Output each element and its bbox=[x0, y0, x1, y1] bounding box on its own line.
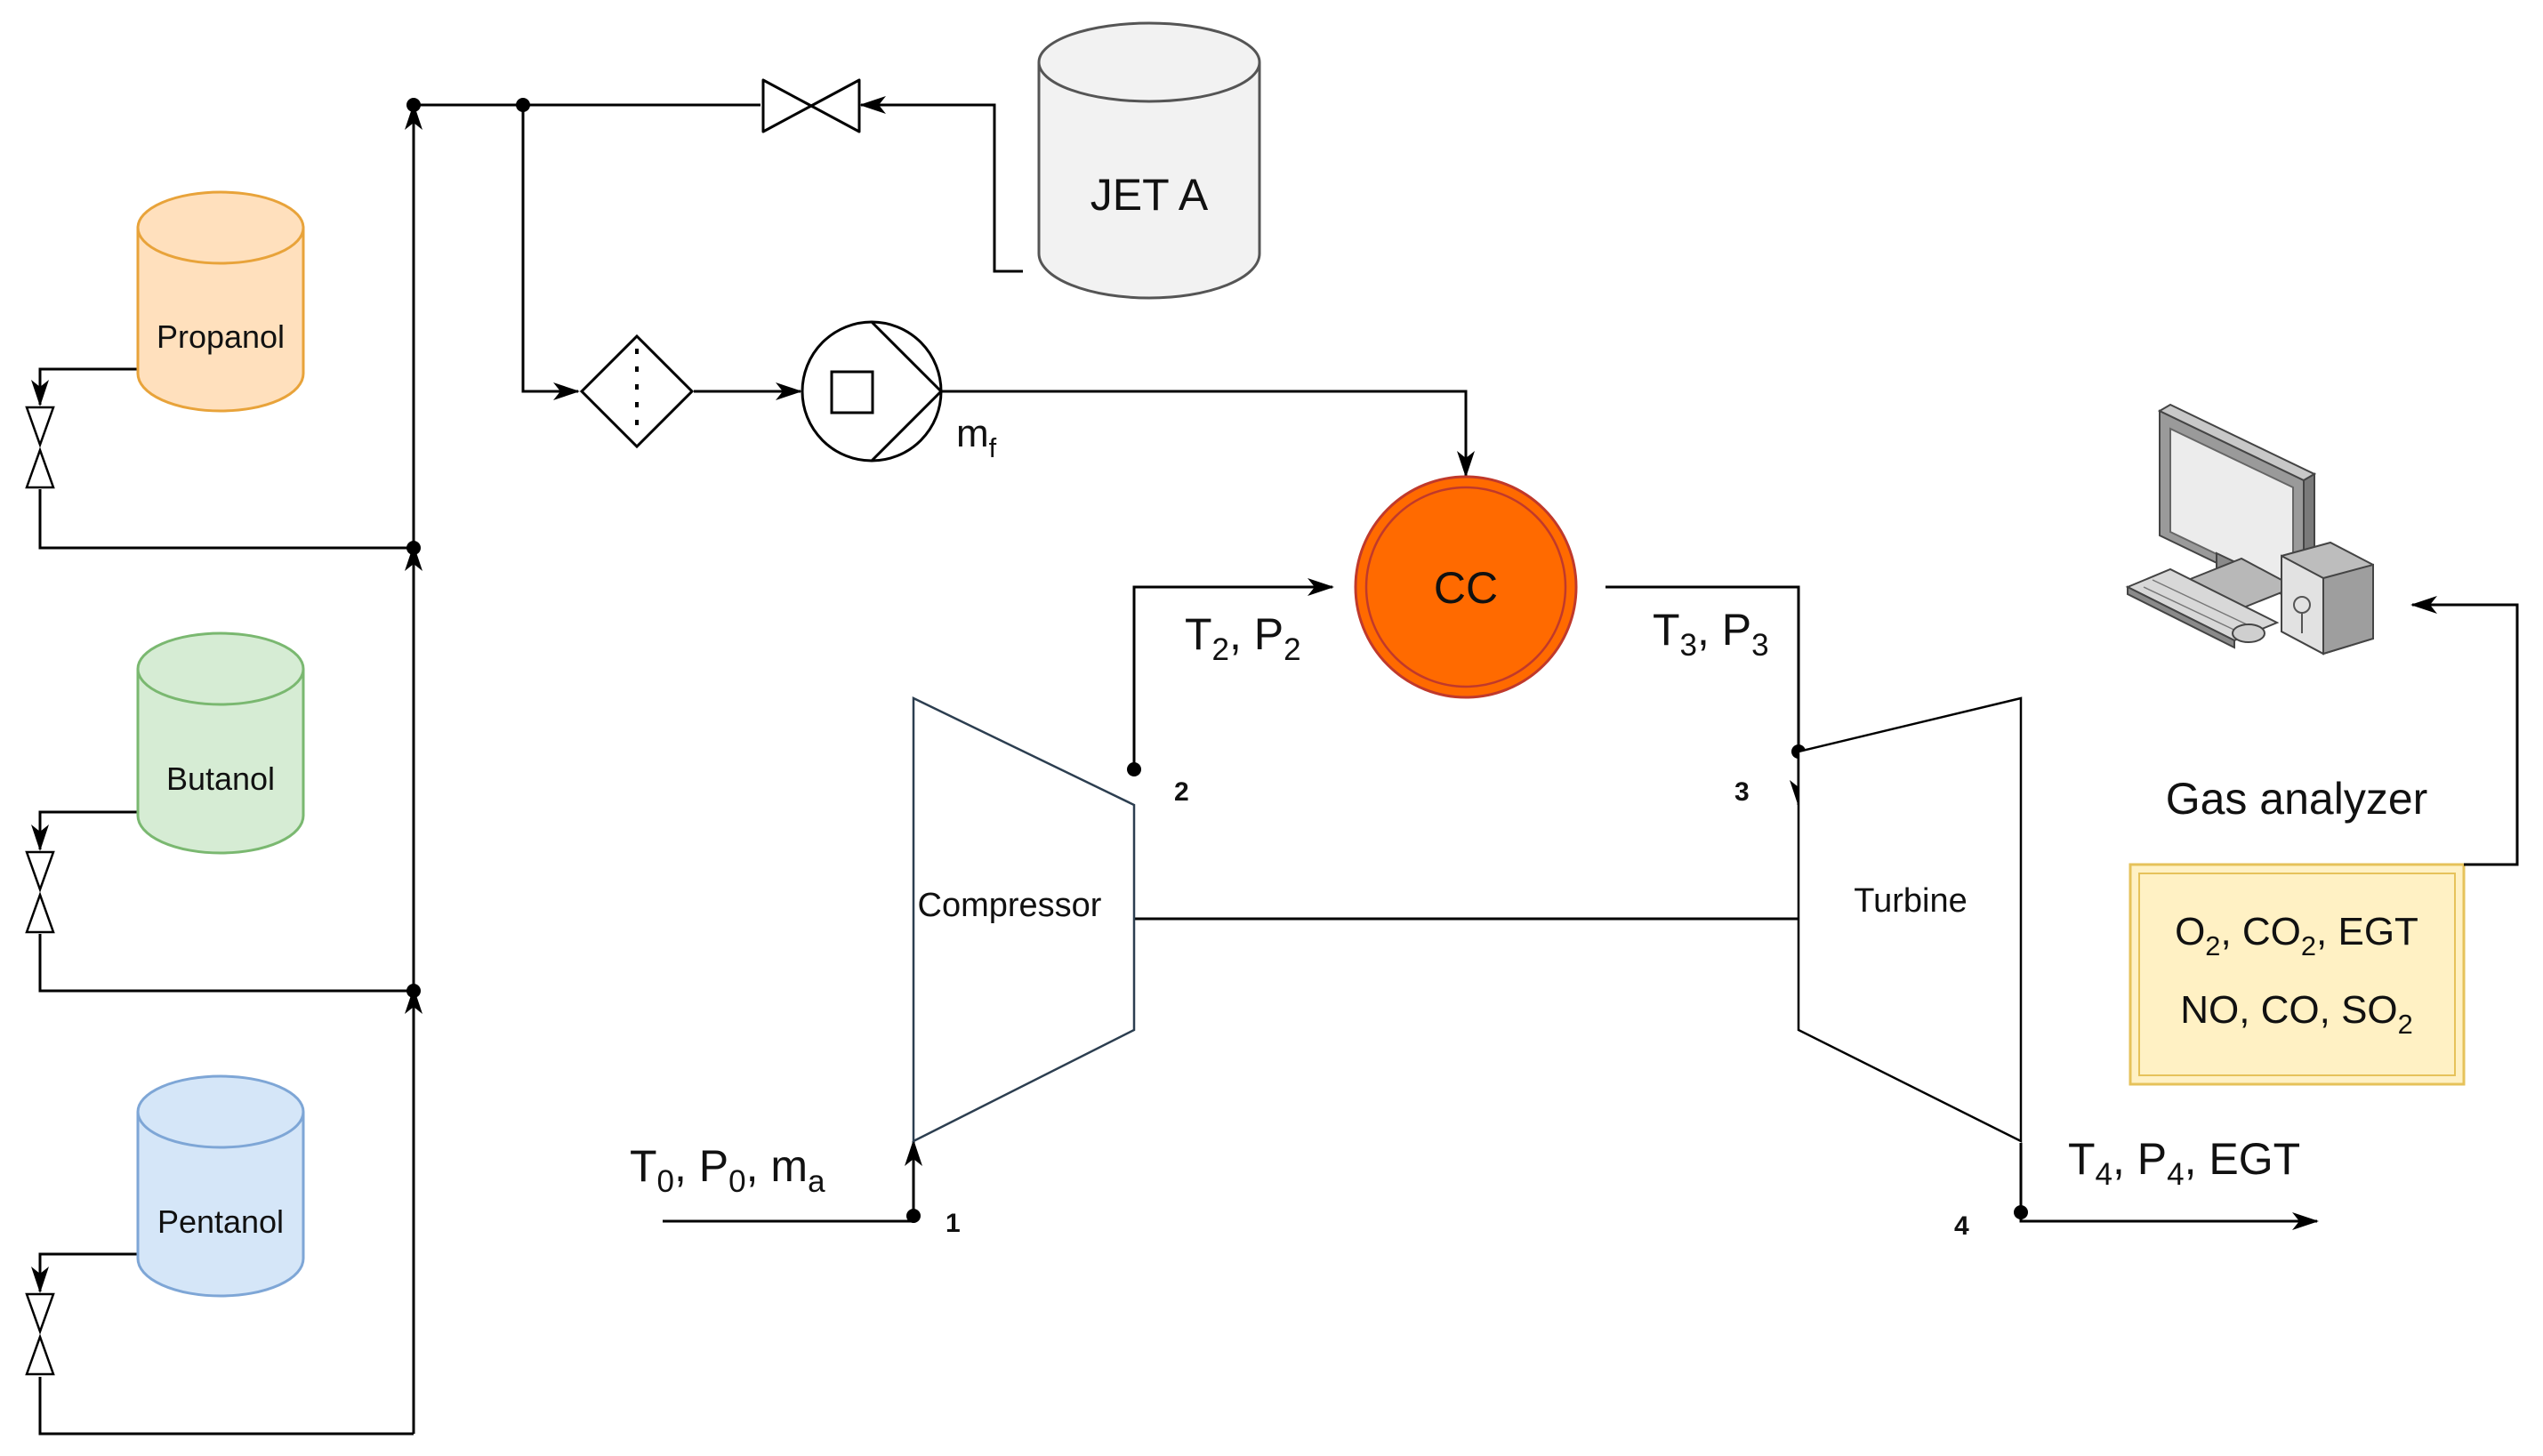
tank-propanol: Propanol bbox=[136, 190, 305, 413]
valve-icon[interactable] bbox=[25, 850, 55, 934]
tank-butanol: Butanol bbox=[136, 631, 305, 855]
turbine-label: Turbine bbox=[1854, 882, 1967, 920]
station-4-label: T4, P4, EGT bbox=[2068, 1134, 2300, 1192]
tank-label: Propanol bbox=[157, 318, 285, 355]
air-path bbox=[663, 578, 2319, 1230]
tank-label: Butanol bbox=[166, 760, 275, 797]
tank-pentanol: Pentanol bbox=[136, 1074, 305, 1298]
gas-analyzer-line-2: NO, CO, SO2 bbox=[2180, 988, 2413, 1040]
filter-icon bbox=[579, 334, 695, 449]
point-2-label: 2 bbox=[1174, 777, 1189, 807]
point-3-label: 3 bbox=[1734, 777, 1750, 807]
station-2-label: T2, P2 bbox=[1185, 609, 1301, 667]
station-3-label: T3, P3 bbox=[1653, 605, 1769, 663]
fuel-flow-label: mf bbox=[956, 412, 997, 463]
valve-icon[interactable] bbox=[25, 1292, 55, 1376]
compressor-label: Compressor bbox=[918, 887, 1102, 924]
inlet-conditions-label: T0, P0, ma bbox=[630, 1141, 825, 1199]
computer-icon bbox=[2125, 403, 2374, 656]
valve-icon[interactable] bbox=[761, 78, 861, 133]
gas-analyzer-line-1: O2, CO2, EGT bbox=[2175, 910, 2418, 961]
tank-label: JET A bbox=[1090, 170, 1209, 220]
point-1-label: 1 bbox=[946, 1209, 961, 1238]
tank-label: Pentanol bbox=[157, 1203, 284, 1240]
turbine: Turbine bbox=[1797, 696, 2023, 1144]
combustor-label: CC bbox=[1434, 563, 1498, 613]
tank-jet-a: JET A bbox=[1037, 21, 1261, 300]
fuel-manifold bbox=[31, 96, 1475, 1436]
combustion-chamber: CC bbox=[1354, 475, 1578, 699]
point-4-label: 4 bbox=[1954, 1211, 1969, 1241]
gas-analyzer-title: Gas analyzer bbox=[2166, 774, 2428, 824]
valve-icon[interactable] bbox=[25, 406, 55, 489]
compressor: Compressor bbox=[912, 696, 1136, 1144]
pump-icon bbox=[801, 320, 944, 463]
gas-analyzer: Gas analyzer O2, CO2, EGT NO, CO, SO2 bbox=[2129, 596, 2519, 1086]
